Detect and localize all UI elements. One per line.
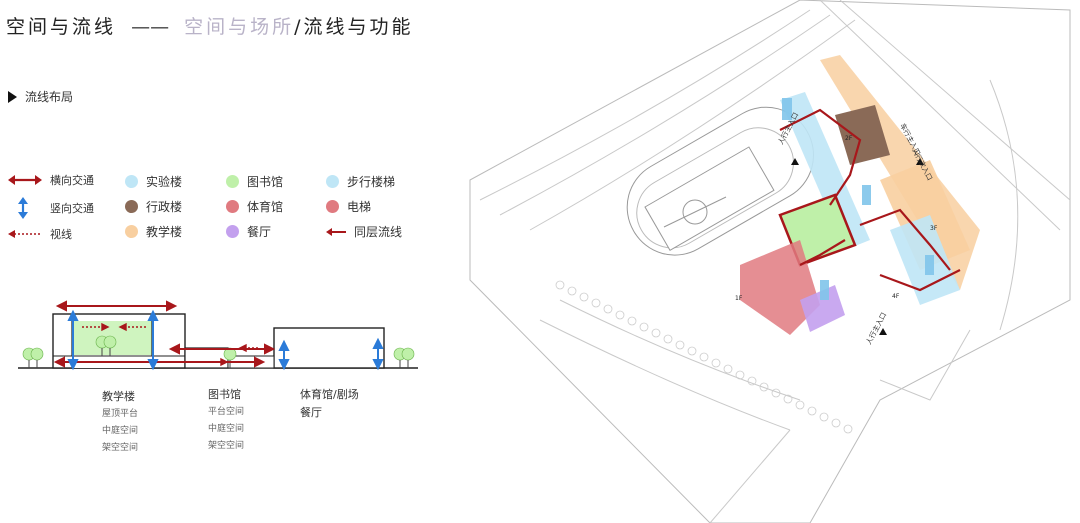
sightline-arrow <box>208 357 229 367</box>
legend-item-lab: 实验楼 <box>125 173 182 190</box>
legend-label: 图书馆 <box>247 175 284 189</box>
floor-label: 1F <box>735 295 743 302</box>
legend-item-teaching: 教学楼 <box>125 223 182 240</box>
caption-item: 架空空间 <box>102 443 139 453</box>
legend-label: 横向交通 <box>50 174 94 187</box>
legend-label: 视线 <box>50 228 72 241</box>
section-diagram <box>18 300 418 371</box>
admin-building-block <box>835 105 890 165</box>
page-title: 空间与流线 —— 空间与场所/流线与功能 <box>6 12 414 39</box>
legend-label: 教学楼 <box>146 225 183 239</box>
legend-buildings-b: 图书馆 体育馆 餐厅 <box>226 173 283 240</box>
sightline-arrow <box>82 322 110 332</box>
vertical-double-arrow-icon <box>18 197 28 219</box>
caption-library: 图书馆 平台空间 中庭空间 架空空间 <box>208 386 244 455</box>
dotted-arrow-icon <box>8 230 41 238</box>
caption-title: 教学楼 <box>102 390 135 403</box>
horizontal-double-arrow-icon <box>8 175 42 185</box>
legend-label: 实验楼 <box>146 175 183 189</box>
section-heading: 流线布局 <box>8 88 73 105</box>
canteen-block <box>800 285 845 332</box>
legend-label: 行政楼 <box>146 200 183 214</box>
tree-icon <box>393 347 415 368</box>
legend-label: 体育馆 <box>247 200 284 214</box>
swatch-dot <box>226 175 239 188</box>
left-arrow-icon <box>326 227 346 236</box>
legend-item-horizontal: 横向交通 <box>8 172 94 188</box>
legend-item-elevator: 电梯 <box>326 198 402 215</box>
horizontal-arrow <box>168 343 276 355</box>
sports-field <box>626 106 815 256</box>
floor-label: 2F <box>845 135 853 142</box>
caption-gym: 体育馆/剧场 餐厅 <box>300 386 359 420</box>
tree-row <box>555 280 853 434</box>
caption-teaching: 教学楼 屋顶平台 中庭空间 架空空间 <box>102 388 138 457</box>
sightline-arrow <box>118 322 146 332</box>
legend-label: 同层流线 <box>354 225 403 239</box>
caption-item: 屋顶平台 <box>102 409 139 419</box>
title-main: 空间与流线 <box>6 16 117 38</box>
swatch-dot <box>125 200 138 213</box>
tree-icon <box>95 335 117 356</box>
title-slash: / <box>294 16 304 38</box>
vertical-arrow <box>278 339 290 371</box>
legend-item-vertical: 竖向交通 <box>8 197 94 219</box>
swatch-dot <box>226 200 239 213</box>
caption-title: 图书馆 <box>208 388 241 401</box>
caption-item: 架空空间 <box>208 441 245 451</box>
caption-item: 餐厅 <box>300 406 322 419</box>
road-lines <box>479 0 1071 523</box>
legend-label: 电梯 <box>347 200 372 214</box>
section-label: 流线布局 <box>25 90 74 104</box>
swatch-dot <box>326 175 339 188</box>
legend-item-stairs: 步行楼梯 <box>326 173 402 190</box>
legend-item-sightline: 视线 <box>8 226 94 242</box>
circulation-paths <box>779 108 961 292</box>
sightline-arrow <box>238 343 258 353</box>
swatch-dot <box>125 175 138 188</box>
legend-label: 步行楼梯 <box>347 175 396 189</box>
lab-building-block <box>780 92 870 250</box>
legend-item-canteen: 餐厅 <box>226 223 283 240</box>
title-subtitle-flow: 流线与功能 <box>303 16 414 38</box>
legend-circulation: 步行楼梯 电梯 同层流线 <box>326 173 402 240</box>
gym-block <box>740 240 820 335</box>
vertical-arrow <box>147 309 159 371</box>
legend-item-admin: 行政楼 <box>125 198 182 215</box>
caption-item: 平台空间 <box>208 407 245 417</box>
tree-icon <box>22 347 44 368</box>
horizontal-arrow <box>55 300 178 312</box>
legend-label: 餐厅 <box>247 225 272 239</box>
legend-label: 竖向交通 <box>50 202 94 215</box>
legend-buildings-a: 实验楼 行政楼 教学楼 <box>125 173 182 240</box>
floor-label: 3F <box>930 225 938 232</box>
caption-title: 体育馆/剧场 <box>300 388 359 401</box>
legend-arrows: 横向交通 竖向交通 视线 <box>8 172 94 242</box>
play-triangle-icon <box>8 90 17 103</box>
swatch-dot <box>226 225 239 238</box>
vertical-arrow <box>67 309 79 371</box>
swatch-dot <box>326 200 339 213</box>
legend-item-library: 图书馆 <box>226 173 283 190</box>
gym-outline <box>273 327 385 369</box>
title-subtitle-space: 空间与场所 <box>184 16 295 38</box>
caption-item: 中庭空间 <box>102 426 139 436</box>
title-dash: —— <box>131 16 170 38</box>
vertical-arrow <box>372 337 384 371</box>
swatch-dot <box>125 225 138 238</box>
legend-item-same-floor-flow: 同层流线 <box>326 223 402 240</box>
stair-markers <box>782 98 934 300</box>
site-plan: 人行主入口 人行次入口 人行主入口 车行主入口 1F 2F 3F 4F <box>469 0 1071 523</box>
legend-item-gym: 体育馆 <box>226 198 283 215</box>
caption-item: 中庭空间 <box>208 424 245 434</box>
floor-label: 4F <box>892 293 900 300</box>
entrance-markers <box>791 158 924 335</box>
